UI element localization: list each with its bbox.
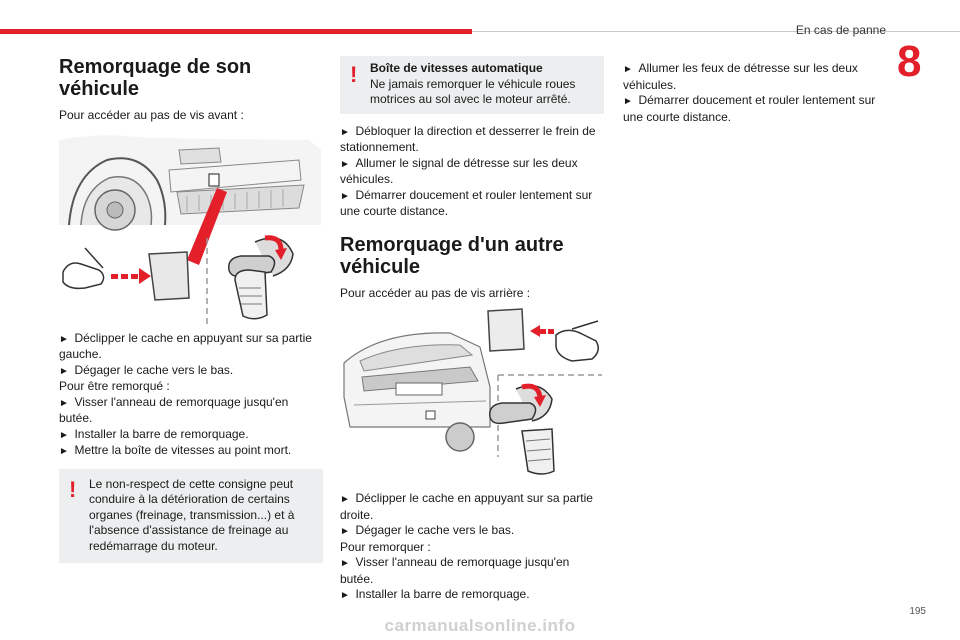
rear-steps: Déclipper le cache en appuyant sur sa pa… (340, 491, 604, 604)
warning-icon: ! (350, 62, 358, 87)
step-install-bar-rear: Installer la barre de remorquage. (340, 587, 604, 604)
column-tow-other: ! Boîte de vitesses automatique Ne jamai… (340, 56, 604, 604)
chapter-number: 8 (897, 37, 922, 86)
step-hazard-lights: Allumer les feux de détresse sur les deu… (623, 61, 893, 93)
step-drive-slowly: Démarrer doucement et rouler lentement s… (340, 188, 604, 220)
subintro-be-towed: Pour être remorqué : (59, 379, 170, 393)
section-title: En cas de panne (795, 23, 886, 37)
step-hazard-signal: Allumer le signal de détresse sur les de… (340, 156, 604, 188)
column-front-towing: Remorquage de son véhicule Pour accéder … (59, 56, 323, 563)
page-number: 195 (909, 606, 926, 617)
front-steps: Déclipper le cache en appuyant sur sa pa… (59, 331, 323, 460)
step-screw-eye-rear: Visser l'anneau de remorquage jusqu'en b… (340, 555, 604, 587)
step-neutral: Mettre la boîte de vitesses au point mor… (59, 443, 323, 460)
warning-box-automatic: ! Boîte de vitesses automatique Ne jamai… (340, 56, 604, 114)
step-screw-eye: Visser l'anneau de remorquage jusqu'en b… (59, 395, 323, 427)
step-drive-slowly-end: Démarrer doucement et rouler lentement s… (623, 93, 893, 125)
heading-other-vehicle: Remorquage d'un autre véhicule (340, 233, 564, 278)
warning-title-automatic: Boîte de vitesses automatique (370, 61, 543, 75)
step-unlock-steering: Débloquer la direction et desserrer le f… (340, 124, 604, 156)
front-towing-illustration (59, 134, 321, 325)
warning-text-automatic: Ne jamais remorquer le véhicule roues mo… (370, 76, 576, 107)
step-remove-cover-rear: Dégager le cache vers le bas. (340, 523, 604, 540)
intro-rear: Pour accéder au pas de vis arrière : (340, 285, 531, 300)
rear-towing-illustration (343, 308, 602, 475)
header-rule (472, 31, 960, 32)
intro-front: Pour accéder au pas de vis avant : (59, 108, 244, 122)
towing-steps: Débloquer la direction et desserrer le f… (340, 124, 604, 220)
header-accent-bar (0, 29, 472, 34)
heading-own-vehicle: Remorquage de son véhicule (59, 56, 252, 100)
step-install-bar: Installer la barre de remorquage. (59, 427, 323, 444)
column-continued: Allumer les feux de détresse sur les deu… (623, 61, 893, 125)
step-unclip-left: Déclipper le cache en appuyant sur sa pa… (59, 331, 323, 363)
warning-text-damage: Le non-respect de cette consigne peut co… (89, 476, 295, 553)
step-unclip-right: Déclipper le cache en appuyant sur sa pa… (340, 491, 604, 523)
subintro-tow: Pour remorquer : (340, 539, 431, 554)
watermark: carmanualsonline.info (384, 616, 576, 635)
warning-icon: ! (69, 476, 77, 502)
warning-box-damage: ! Le non-respect de cette consigne peut … (59, 468, 323, 563)
step-remove-cover: Dégager le cache vers le bas. (59, 363, 323, 380)
